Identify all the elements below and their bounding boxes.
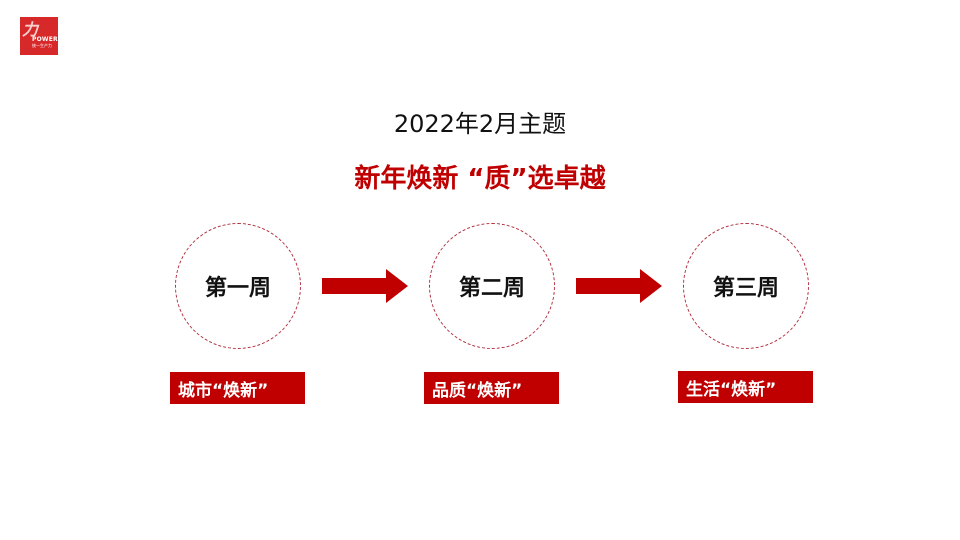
week-3-tag: 生活“焕新” (678, 371, 813, 403)
arrow-right-icon (322, 269, 408, 303)
page-subtitle: 新年焕新 “质”选卓越 (354, 164, 606, 194)
logo-brand: POWER (32, 36, 58, 43)
week-3-circle: 第三周 (683, 223, 809, 349)
week-2-circle: 第二周 (429, 223, 555, 349)
arrow-right-icon (576, 269, 662, 303)
brand-logo: 力 POWER 统一生产力 (20, 17, 58, 55)
logo-sub: 统一生产力 (32, 43, 52, 48)
week-1-circle: 第一周 (175, 223, 301, 349)
page-title: 2022年2月主题 (393, 110, 567, 138)
week-1-tag: 城市“焕新” (170, 372, 305, 404)
logo-mark: 力 (22, 20, 39, 39)
week-2-tag: 品质“焕新” (424, 372, 559, 404)
